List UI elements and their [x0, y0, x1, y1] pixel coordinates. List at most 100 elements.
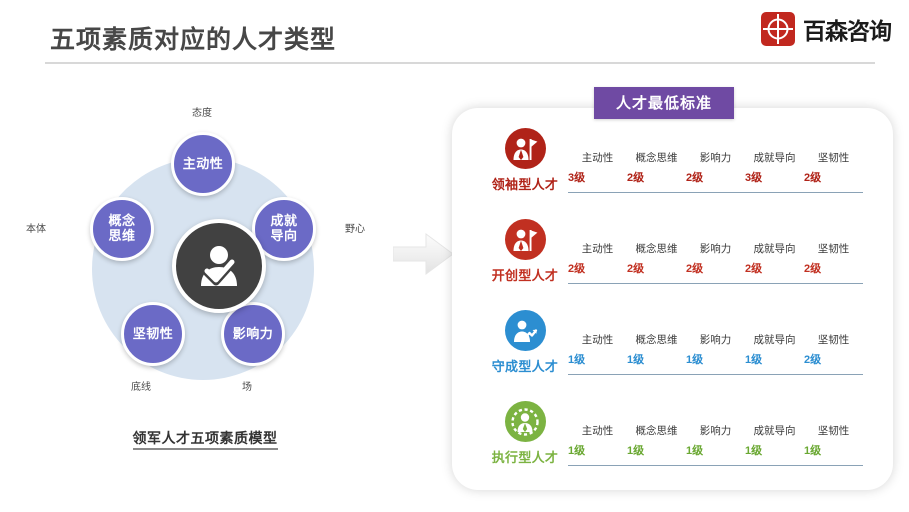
column-header: 成就导向 [753, 334, 796, 346]
talent-row[interactable]: 领袖型人才 主动性 概念思维 影响力 成就导向 坚韧性 3级 2级 2级 3级 … [482, 128, 863, 214]
competency-level-table: 主动性 概念思维 影响力 成就导向 坚韧性 1级 1级 1级 1级 1级 [568, 423, 863, 463]
competency-level-table: 主动性 概念思维 影响力 成就导向 坚韧性 2级 2级 2级 2级 2级 [568, 241, 863, 281]
slide-header: 五项素质对应的人才类型 百森咨询 [0, 0, 909, 68]
axis-label-field: 场 [242, 382, 252, 393]
level-value: 1级 [686, 354, 704, 366]
competency-level-table: 主动性 概念思维 影响力 成就导向 坚韧性 1级 1级 1级 1级 2级 [568, 332, 863, 372]
model-caption: 领军人才五项素质模型 [20, 428, 390, 450]
right-arrow-icon [393, 228, 455, 280]
table-value-row: 2级 2级 2级 2级 2级 [568, 260, 863, 281]
talent-row-identity: 开创型人才 [482, 219, 568, 284]
axis-label-attitude: 态度 [192, 108, 212, 119]
node-label: 成就 导向 [270, 213, 298, 243]
axis-label-ambition: 野心 [345, 224, 365, 235]
page-title: 五项素质对应的人才类型 [50, 26, 337, 54]
column-header: 概念思维 [635, 152, 678, 164]
row-divider [568, 192, 863, 193]
talent-type-label: 守成型人才 [491, 359, 559, 374]
level-value: 1级 [686, 445, 704, 457]
column-header: 坚韧性 [817, 334, 850, 346]
level-value: 2级 [804, 354, 822, 366]
table-value-row: 1级 1级 1级 1级 1级 [568, 442, 863, 463]
competency-node-resilience[interactable]: 坚韧性 [121, 302, 185, 366]
person-check-icon [172, 219, 266, 313]
level-value: 3级 [568, 172, 586, 184]
standards-badge: 人才最低标准 [594, 87, 735, 119]
row-divider [568, 465, 863, 466]
talent-type-label: 领袖型人才 [491, 177, 559, 192]
column-header: 成就导向 [753, 243, 796, 255]
talent-type-label: 开创型人才 [491, 268, 559, 283]
column-header: 主动性 [581, 334, 614, 346]
table-header-row: 主动性 概念思维 影响力 成就导向 坚韧性 [568, 332, 863, 351]
column-header: 概念思维 [635, 243, 678, 255]
column-header: 主动性 [581, 152, 614, 164]
brand-logo: 百森咨询 [761, 12, 892, 46]
level-value: 2级 [686, 263, 704, 275]
competency-level-table: 主动性 概念思维 影响力 成就导向 坚韧性 3级 2级 2级 3级 2级 [568, 150, 863, 190]
table-value-row: 1级 1级 1级 1级 2级 [568, 351, 863, 372]
competency-node-conceptual-thinking[interactable]: 概念 思维 [90, 197, 154, 261]
person-gear-icon [504, 401, 546, 442]
row-divider [568, 374, 863, 375]
competency-node-influence[interactable]: 影响力 [221, 302, 285, 366]
node-label: 概念 思维 [108, 213, 136, 243]
column-header: 概念思维 [635, 334, 678, 346]
person-flag-icon [504, 128, 546, 169]
table-value-row: 3级 2级 2级 3级 2级 [568, 169, 863, 190]
column-header: 主动性 [581, 243, 614, 255]
talent-row-levels: 主动性 概念思维 影响力 成就导向 坚韧性 1级 1级 1级 1级 2级 [568, 310, 863, 375]
talent-row-levels: 主动性 概念思维 影响力 成就导向 坚韧性 1级 1级 1级 1级 1级 [568, 401, 863, 466]
column-header: 主动性 [581, 425, 614, 437]
model-caption-text: 领军人才五项素质模型 [132, 430, 278, 450]
column-header: 影响力 [699, 152, 732, 164]
talent-row-levels: 主动性 概念思维 影响力 成就导向 坚韧性 2级 2级 2级 2级 2级 [568, 219, 863, 284]
column-header: 坚韧性 [817, 152, 850, 164]
node-label: 影响力 [232, 325, 274, 341]
brand-name: 百森咨询 [803, 18, 892, 44]
node-label: 主动性 [182, 155, 224, 171]
target-crosshair-icon [761, 12, 795, 46]
person-flag-icon [504, 219, 546, 260]
competency-node-proactivity[interactable]: 主动性 [171, 132, 235, 196]
talent-row-identity: 守成型人才 [482, 310, 568, 375]
column-header: 影响力 [699, 425, 732, 437]
talent-type-label: 执行型人才 [491, 450, 559, 465]
column-header: 影响力 [699, 334, 732, 346]
level-value: 2级 [568, 263, 586, 275]
crosshair-ring [767, 18, 789, 40]
row-divider [568, 283, 863, 284]
level-value: 2级 [804, 172, 822, 184]
level-value: 2级 [686, 172, 704, 184]
column-header: 成就导向 [753, 425, 796, 437]
column-header: 影响力 [699, 243, 732, 255]
table-header-row: 主动性 概念思维 影响力 成就导向 坚韧性 [568, 150, 863, 169]
node-label: 坚韧性 [132, 325, 174, 341]
column-header: 成就导向 [753, 152, 796, 164]
column-header: 坚韧性 [817, 425, 850, 437]
level-value: 1级 [568, 445, 586, 457]
level-value: 2级 [745, 263, 763, 275]
title-divider [45, 62, 875, 64]
level-value: 1级 [804, 445, 822, 457]
level-value: 1级 [745, 354, 763, 366]
level-value: 1级 [627, 445, 645, 457]
talent-row[interactable]: 执行型人才 主动性 概念思维 影响力 成就导向 坚韧性 1级 1级 1级 1级 … [482, 401, 863, 487]
table-header-row: 主动性 概念思维 影响力 成就导向 坚韧性 [568, 241, 863, 260]
axis-label-bottomline: 底线 [131, 382, 151, 393]
level-value: 2级 [627, 172, 645, 184]
talent-standards-card: 领袖型人才 主动性 概念思维 影响力 成就导向 坚韧性 3级 2级 2级 3级 … [452, 108, 893, 490]
level-value: 3级 [745, 172, 763, 184]
column-header: 概念思维 [635, 425, 678, 437]
level-value: 1级 [745, 445, 763, 457]
talent-row[interactable]: 开创型人才 主动性 概念思维 影响力 成就导向 坚韧性 2级 2级 2级 2级 … [482, 219, 863, 305]
level-value: 2级 [627, 263, 645, 275]
talent-row-levels: 主动性 概念思维 影响力 成就导向 坚韧性 3级 2级 2级 3级 2级 [568, 128, 863, 193]
talent-row-identity: 执行型人才 [482, 401, 568, 466]
five-competency-model-diagram: 主动性 概念 思维 成就 导向 坚韧性 影响力 态度 本体 野心 底线 场 领军… [20, 90, 390, 470]
level-value: 1级 [568, 354, 586, 366]
column-header: 坚韧性 [817, 243, 850, 255]
person-growth-arrow-icon [504, 310, 546, 351]
talent-row-identity: 领袖型人才 [482, 128, 568, 193]
talent-row[interactable]: 守成型人才 主动性 概念思维 影响力 成就导向 坚韧性 1级 1级 1级 1级 … [482, 310, 863, 396]
